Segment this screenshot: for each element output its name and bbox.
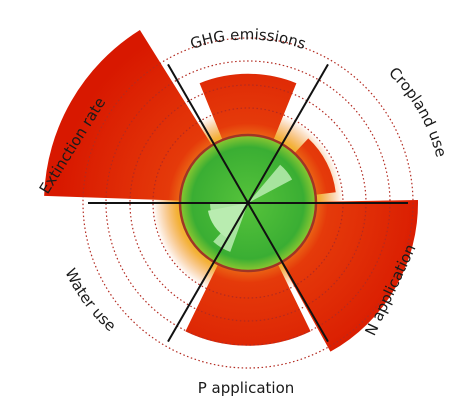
wedge-extinction-rate — [44, 29, 217, 201]
wedge-ghg — [199, 73, 297, 148]
label-water-use: Water use — [61, 265, 119, 335]
sector-axes — [88, 63, 408, 343]
dotted-ring-4 — [82, 37, 414, 369]
safe-light-wedges — [207, 164, 293, 252]
label-ghg-emissions: GHG emissions — [188, 25, 308, 53]
label-p-application: P application — [198, 379, 295, 397]
safe-highlight-1 — [213, 203, 248, 252]
wedge-water-use — [207, 203, 248, 238]
safe-highlight-0 — [248, 164, 293, 203]
safe-highlight-2 — [210, 203, 248, 213]
axis-line-3 — [167, 63, 329, 343]
wedge-p-application — [185, 256, 311, 346]
label-cropland-use: Cropland use — [385, 64, 450, 159]
wedge-cropland — [288, 138, 336, 196]
